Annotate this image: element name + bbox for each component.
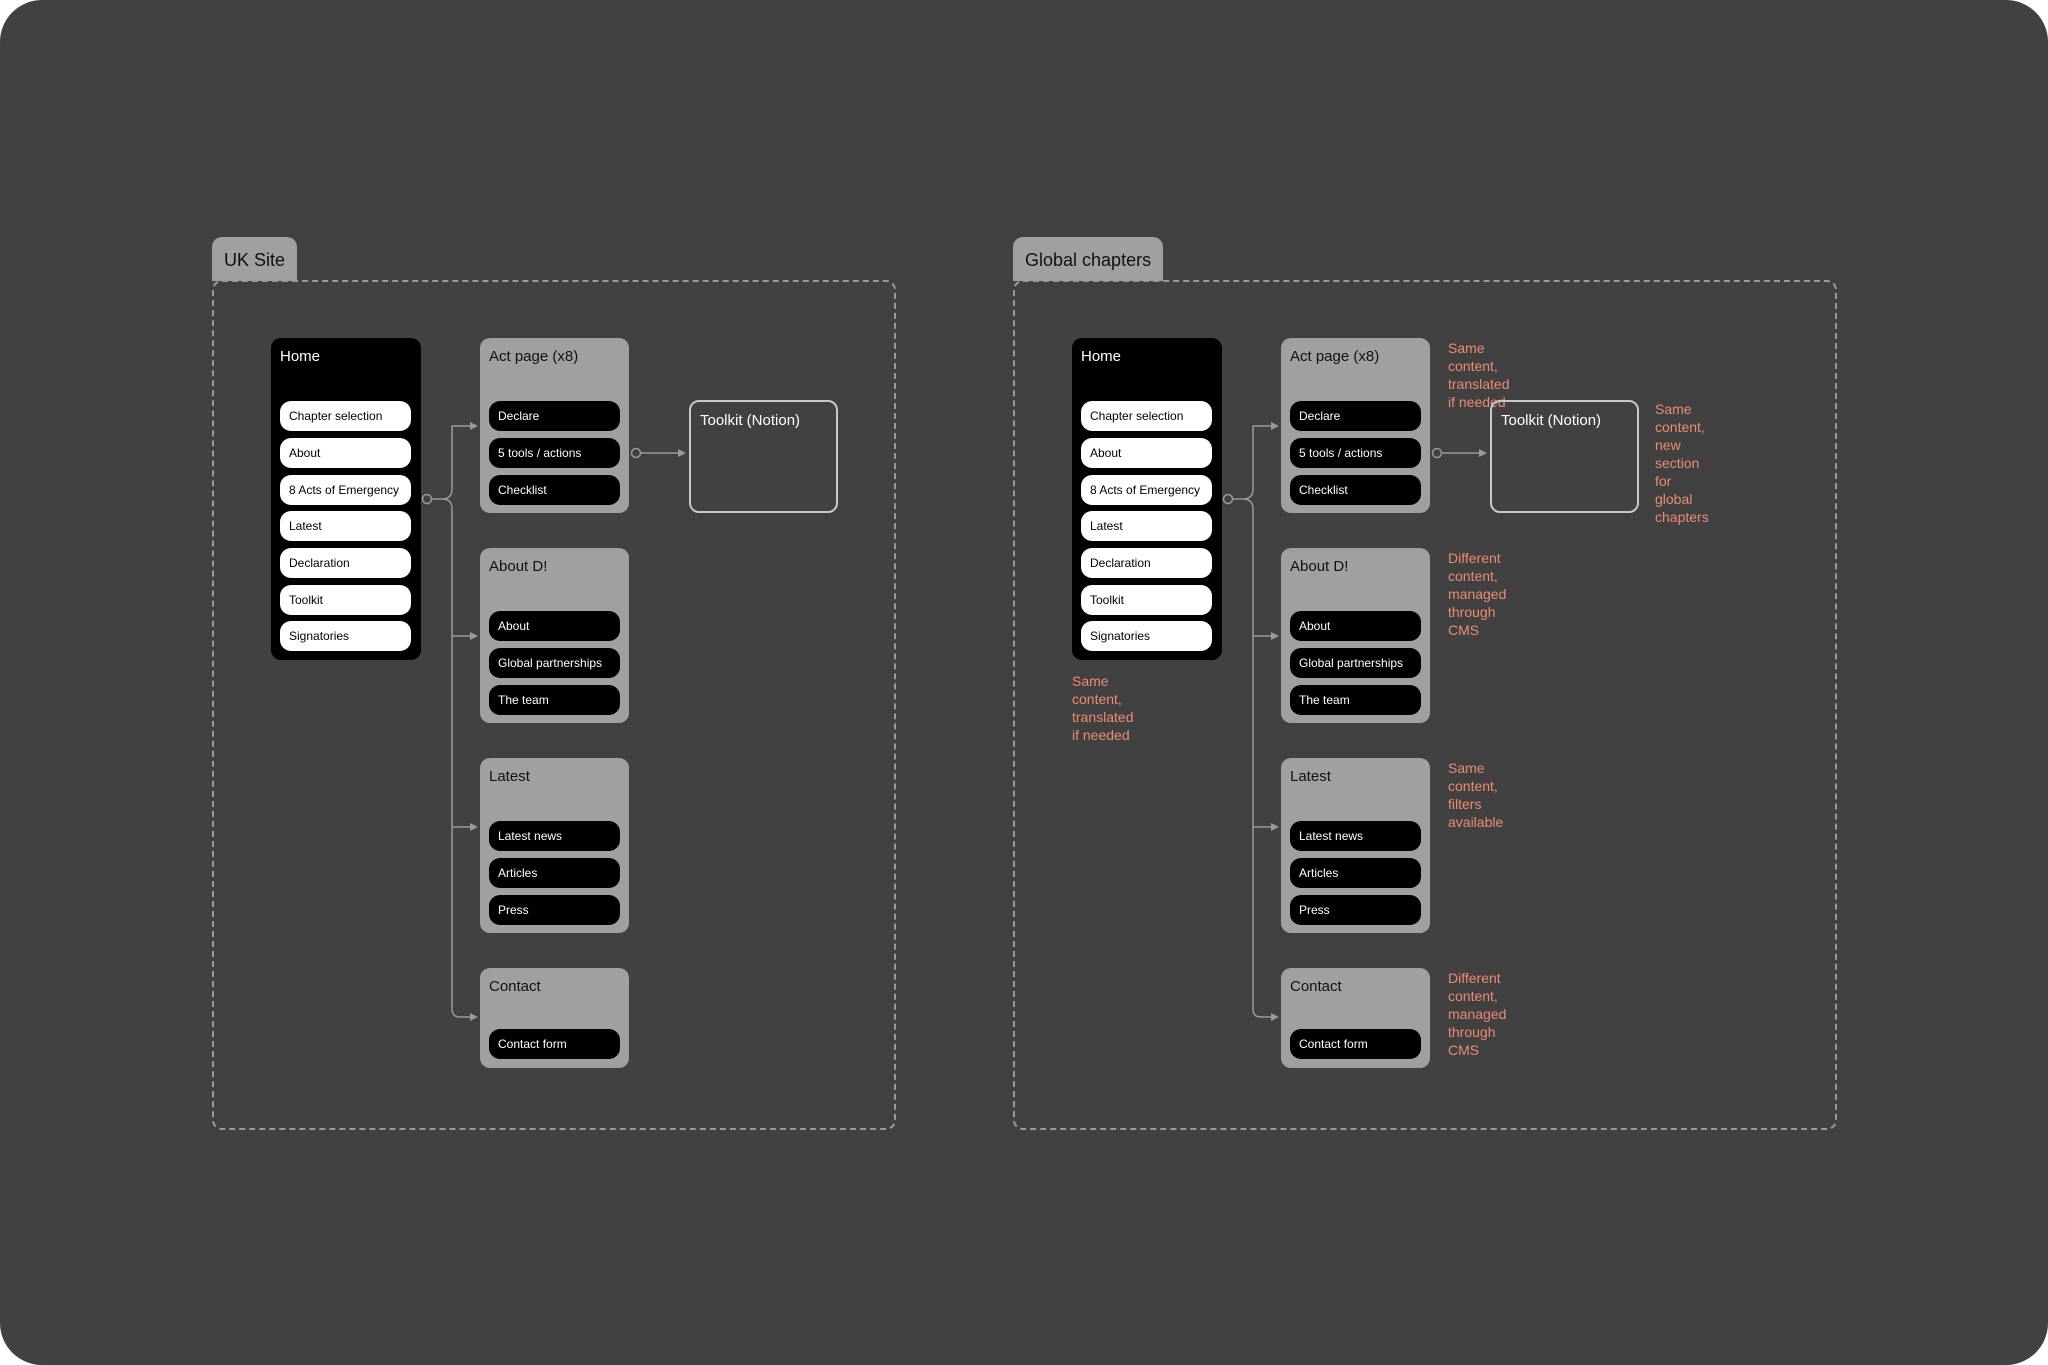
- uk-act-item-tools[interactable]: 5 tools / actions: [489, 438, 620, 468]
- global-home-item-latest[interactable]: Latest: [1081, 511, 1212, 541]
- uk-latest-card: Latest Latest news Articles Press: [480, 758, 629, 933]
- uk-home-item-about[interactable]: About: [280, 438, 411, 468]
- global-act-title: Act page (x8): [1290, 348, 1380, 365]
- global-connector-branch: [1233, 425, 1271, 1018]
- uk-act-card: Act page (x8) Declare 5 tools / actions …: [480, 338, 629, 513]
- uk-about-item-about[interactable]: About: [489, 611, 620, 641]
- global-latest-title: Latest: [1290, 768, 1331, 785]
- uk-latest-item-articles[interactable]: Articles: [489, 858, 620, 888]
- global-arrow-act: [1271, 422, 1279, 430]
- global-arrow-contact: [1271, 1013, 1279, 1021]
- global-arrow-about: [1271, 632, 1279, 640]
- global-home-item-acts[interactable]: 8 Acts of Emergency: [1081, 475, 1212, 505]
- uk-connector-branch: [432, 425, 470, 1018]
- uk-home-item-declaration[interactable]: Declaration: [280, 548, 411, 578]
- uk-latest-item-press[interactable]: Press: [489, 895, 620, 925]
- uk-home-item-toolkit[interactable]: Toolkit: [280, 585, 411, 615]
- global-act-item-declare[interactable]: Declare: [1290, 401, 1421, 431]
- global-about-note: Different content, managed through CMS: [1448, 550, 1507, 638]
- uk-act-toolkit-node: [630, 447, 642, 459]
- global-connectors: [1222, 422, 1487, 1021]
- uk-connectors: [421, 422, 686, 1021]
- uk-act-item-checklist[interactable]: Checklist: [489, 475, 620, 505]
- uk-contact-title: Contact: [489, 978, 541, 995]
- global-about-item-team[interactable]: The team: [1290, 685, 1421, 715]
- uk-arrow-toolkit: [678, 449, 686, 457]
- global-home-item-signatories[interactable]: Signatories: [1081, 621, 1212, 651]
- global-chapters-tab: Global chapters: [1013, 237, 1164, 281]
- uk-about-item-team[interactable]: The team: [489, 685, 620, 715]
- uk-act-title: Act page (x8): [489, 348, 579, 365]
- global-latest-item-articles[interactable]: Articles: [1290, 858, 1421, 888]
- global-chapters-frame: [1013, 280, 1837, 1130]
- global-home-card: Home Chapter selection About 8 Acts of E…: [1072, 338, 1222, 660]
- global-latest-card: Latest Latest news Articles Press: [1281, 758, 1430, 933]
- uk-toolkit-title: Toolkit (Notion): [700, 412, 801, 429]
- global-home-title: Home: [1081, 348, 1122, 365]
- uk-home-item-acts[interactable]: 8 Acts of Emergency: [280, 475, 411, 505]
- uk-arrow-about: [470, 632, 478, 640]
- global-latest-note: Same content, filters available: [1448, 760, 1504, 830]
- uk-junction-node: [421, 493, 433, 505]
- global-act-toolkit-node: [1431, 447, 1443, 459]
- global-contact-item-form[interactable]: Contact form: [1290, 1029, 1421, 1059]
- global-act-note: Same content, translated if needed: [1448, 340, 1510, 410]
- global-about-item-partnerships[interactable]: Global partnerships: [1290, 648, 1421, 678]
- global-arrow-latest: [1271, 823, 1279, 831]
- global-about-title: About D!: [1290, 558, 1349, 575]
- global-contact-card: Contact Contact form: [1281, 968, 1430, 1068]
- uk-home-title: Home: [280, 348, 321, 365]
- uk-home-item-signatories[interactable]: Signatories: [280, 621, 411, 651]
- global-home-item-declaration[interactable]: Declaration: [1081, 548, 1212, 578]
- uk-latest-item-news[interactable]: Latest news: [489, 821, 620, 851]
- global-toolkit-title: Toolkit (Notion): [1501, 412, 1602, 429]
- global-home-item-about[interactable]: About: [1081, 438, 1212, 468]
- global-home-item-toolkit[interactable]: Toolkit: [1081, 585, 1212, 615]
- uk-home-card: Home Chapter selection About 8 Acts of E…: [271, 338, 421, 660]
- uk-site-frame: [212, 280, 896, 1130]
- global-toolkit-note: Same content, new section for global cha…: [1655, 401, 1709, 525]
- global-about-item-about[interactable]: About: [1290, 611, 1421, 641]
- global-act-item-checklist[interactable]: Checklist: [1290, 475, 1421, 505]
- uk-arrow-contact: [470, 1013, 478, 1021]
- global-arrow-toolkit: [1479, 449, 1487, 457]
- global-latest-item-press[interactable]: Press: [1290, 895, 1421, 925]
- uk-home-item-chapter-selection[interactable]: Chapter selection: [280, 401, 411, 431]
- uk-contact-card: Contact Contact form: [480, 968, 629, 1068]
- uk-site-tab: UK Site: [212, 237, 298, 281]
- uk-arrow-latest: [470, 823, 478, 831]
- global-act-card: Act page (x8) Declare 5 tools / actions …: [1281, 338, 1430, 513]
- global-about-card: About D! About Global partnerships The t…: [1281, 548, 1430, 723]
- uk-act-item-declare[interactable]: Declare: [489, 401, 620, 431]
- global-home-note: Same content, translated if needed: [1072, 673, 1134, 743]
- uk-about-item-partnerships[interactable]: Global partnerships: [489, 648, 620, 678]
- global-junction-node: [1222, 493, 1234, 505]
- global-latest-item-news[interactable]: Latest news: [1290, 821, 1421, 851]
- uk-toolkit-card: Toolkit (Notion): [689, 400, 838, 513]
- global-home-item-chapter-selection[interactable]: Chapter selection: [1081, 401, 1212, 431]
- global-toolkit-card: Toolkit (Notion): [1490, 400, 1639, 513]
- global-contact-title: Contact: [1290, 978, 1342, 995]
- uk-contact-item-form[interactable]: Contact form: [489, 1029, 620, 1059]
- uk-about-title: About D!: [489, 558, 548, 575]
- global-contact-note: Different content, managed through CMS: [1448, 970, 1507, 1058]
- uk-latest-title: Latest: [489, 768, 530, 785]
- global-act-item-tools[interactable]: 5 tools / actions: [1290, 438, 1421, 468]
- uk-about-card: About D! About Global partnerships The t…: [480, 548, 629, 723]
- uk-arrow-act: [470, 422, 478, 430]
- uk-home-item-latest[interactable]: Latest: [280, 511, 411, 541]
